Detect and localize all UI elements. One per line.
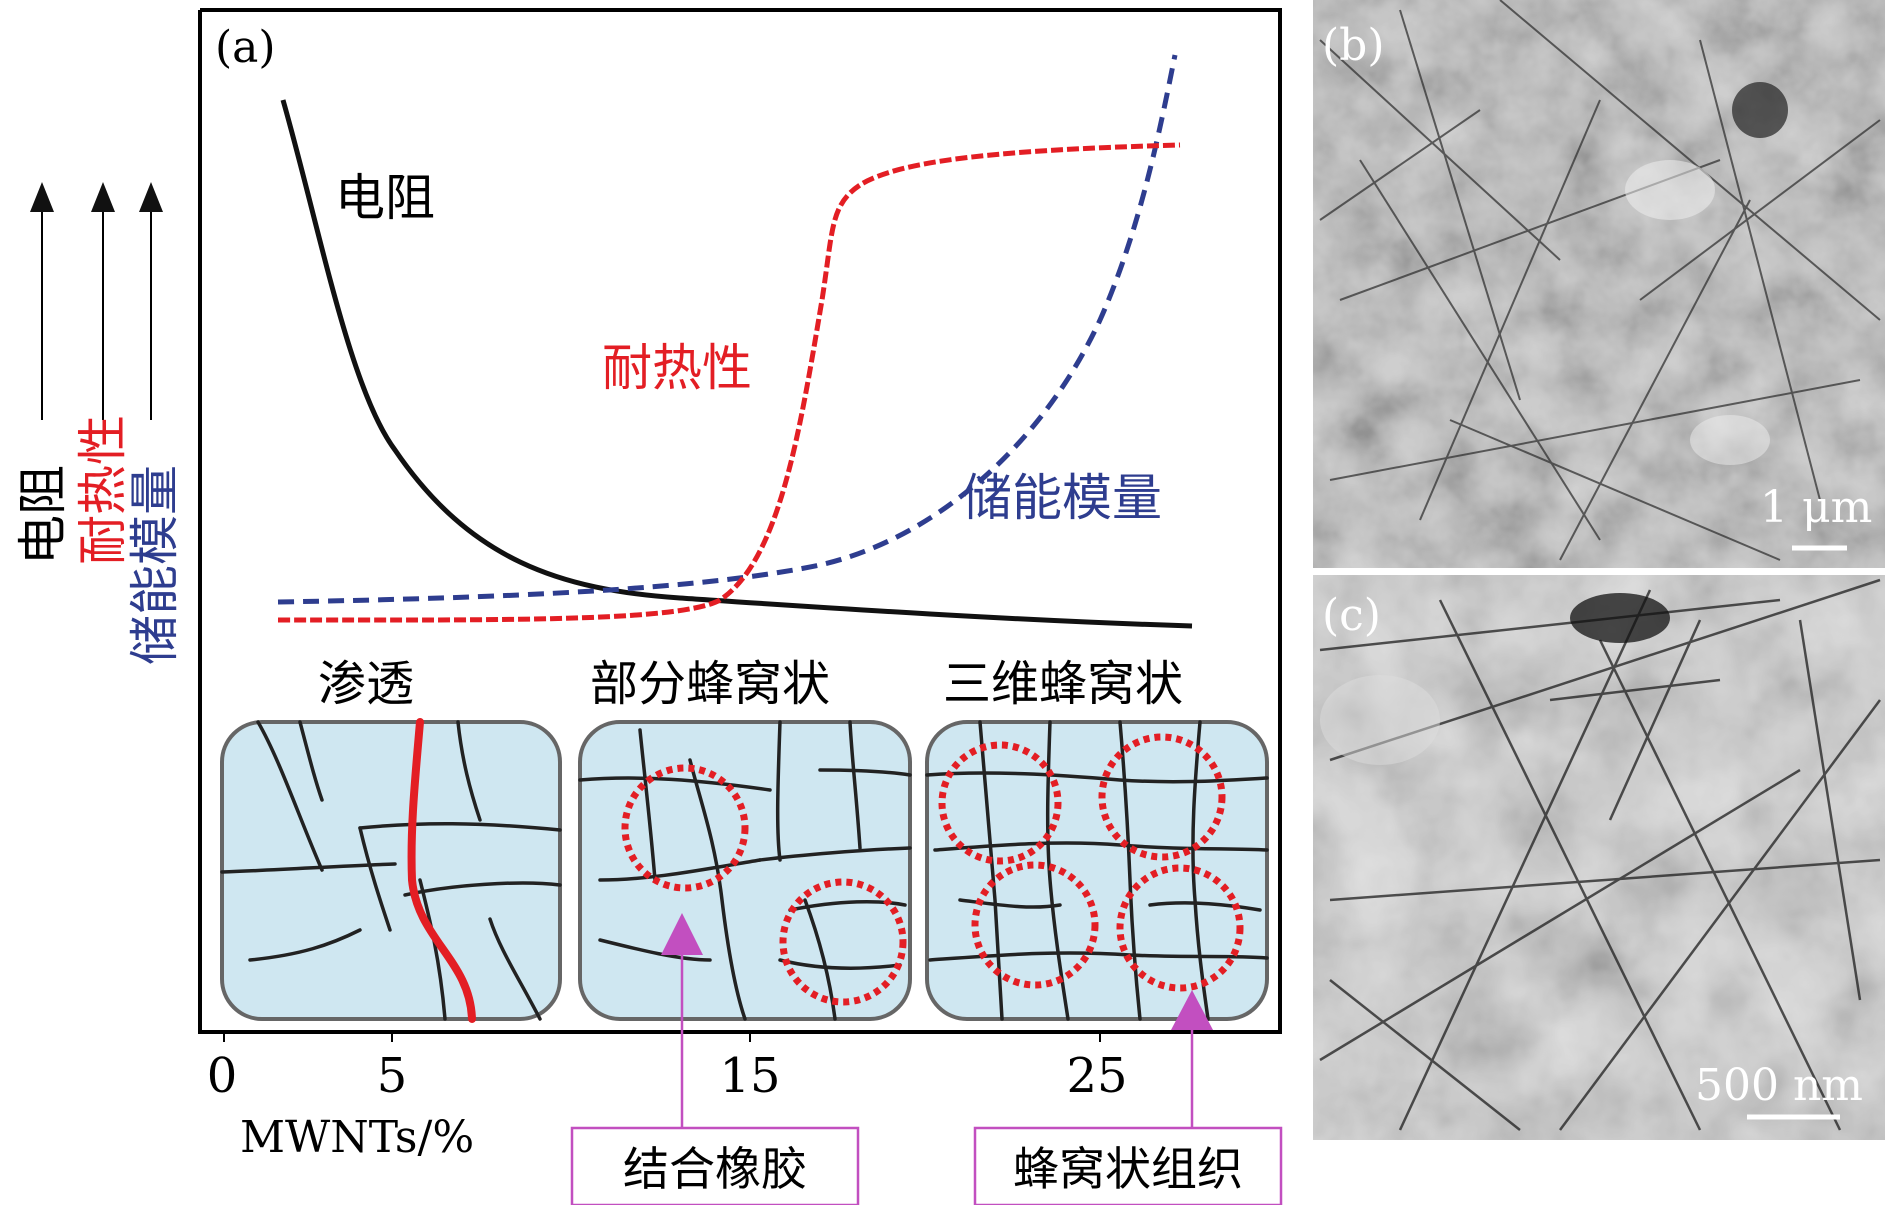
callout-bound-rubber-text: 结合橡胶 xyxy=(623,1142,807,1196)
panel-c-scale-label: 500 nm xyxy=(1695,1060,1863,1111)
bound-rubber-circle xyxy=(779,878,907,1006)
callout-bound-rubber: 结合橡胶 xyxy=(570,1126,860,1205)
percolation-path xyxy=(407,718,476,1023)
panel-c-label: (c) xyxy=(1322,590,1381,641)
callout-arrow-bound-rubber xyxy=(661,913,703,1128)
y-label-storage-modulus: 储能模量 xyxy=(126,465,184,665)
callout-honeycomb-text: 蜂窝状组织 xyxy=(1013,1142,1243,1196)
callout-arrow-honeycomb xyxy=(1171,990,1213,1128)
x-tick: 15 xyxy=(719,1048,780,1104)
panel-c xyxy=(1313,575,1885,1140)
nanotube-lines xyxy=(1319,0,1881,561)
y-label-heat-resistance: 耐热性 xyxy=(74,415,132,565)
x-tick: 25 xyxy=(1066,1048,1127,1104)
schematic-3d-honeycomb xyxy=(925,720,1269,1021)
panel-a: (a) 电阻 耐热性 储能模量 渗透 部分蜂窝状 三维蜂窝状 xyxy=(198,8,1282,1128)
x-tick: 0 xyxy=(207,1048,238,1104)
stage-label-percolation: 渗透 xyxy=(318,656,414,712)
panel-a-label: (a) xyxy=(215,22,276,73)
schematic-partial-honeycomb xyxy=(578,720,912,1021)
honeycomb-circle xyxy=(938,741,1062,865)
y-axis-labels: 电阻 耐热性 储能模量 xyxy=(14,415,184,665)
resistance-curve xyxy=(280,99,1193,629)
storage-modulus-curve xyxy=(277,54,1178,605)
nanotube-lines xyxy=(1319,578,1882,1131)
label-heat-resistance: 耐热性 xyxy=(602,339,752,397)
honeycomb-circle xyxy=(1116,864,1244,992)
honeycomb-circle xyxy=(1098,733,1226,861)
label-resistance: 电阻 xyxy=(335,169,435,227)
heat-resistance-curve xyxy=(277,142,1181,623)
y-axis-arrows xyxy=(30,182,163,420)
honeycomb-circle xyxy=(971,861,1099,989)
label-storage-modulus: 储能模量 xyxy=(962,469,1162,527)
stage-label-3d-honeycomb: 三维蜂窝状 xyxy=(943,656,1183,712)
panel-b-label: (b) xyxy=(1322,20,1385,71)
x-axis: 0 5 15 25 MWNTs/% xyxy=(207,1032,1128,1163)
panel-b xyxy=(1313,0,1885,568)
x-axis-label: MWNTs/% xyxy=(240,1112,474,1163)
bound-rubber-circle xyxy=(621,764,749,892)
panel-a-frame xyxy=(198,8,1282,1034)
callout-honeycomb: 蜂窝状组织 xyxy=(973,1126,1283,1205)
schematic-percolation xyxy=(220,718,562,1023)
stage-label-partial-honeycomb: 部分蜂窝状 xyxy=(590,656,830,712)
y-label-resistance: 电阻 xyxy=(14,465,72,565)
x-tick: 5 xyxy=(377,1048,408,1104)
panel-b-scale-label: 1 μm xyxy=(1760,482,1872,533)
